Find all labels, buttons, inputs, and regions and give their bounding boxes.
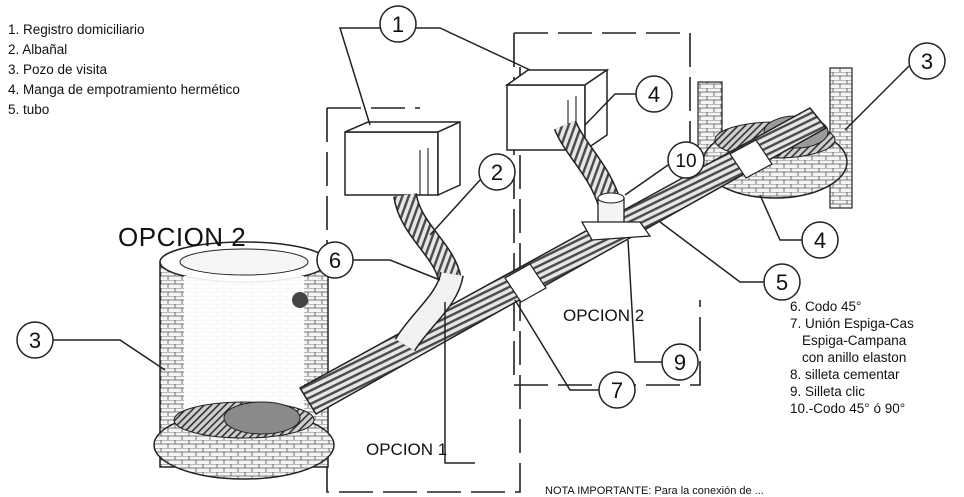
important-note: NOTA IMPORTANTE: Para la conexión de ...: [545, 485, 764, 497]
callout-6: 6: [329, 248, 341, 273]
legend-item: 4. Manga de empotramiento hermético: [8, 82, 240, 97]
registro-box-option-2: [504, 68, 610, 152]
legend-item: 5. tubo: [8, 102, 50, 117]
legend-item: 6. Codo 45°: [790, 299, 862, 314]
legend-item: 2. Albañal: [8, 42, 68, 57]
callout-2: 2: [491, 160, 503, 185]
callout-7: 7: [611, 378, 623, 403]
opcion-1-label: OPCION 1: [366, 440, 448, 459]
manhole-left: [153, 241, 335, 480]
callout-1: 1: [392, 12, 404, 37]
callouts: [16, 5, 946, 464]
main-pipe: [298, 107, 828, 416]
legend-item: 8. silleta cementar: [790, 367, 900, 382]
callout-3-right: 3: [921, 49, 933, 74]
legend-item: con anillo elaston: [802, 350, 907, 365]
callout-4-top: 4: [648, 82, 660, 107]
callout-10: 10: [675, 151, 696, 172]
legend-item: 3. Pozo de visita: [8, 62, 108, 77]
opcion-2-label: OPCION 2: [563, 306, 645, 325]
legend-item: 1. Registro domiciliario: [8, 22, 145, 37]
legend-item: Espiga-Campana: [802, 333, 907, 348]
legend-top: 1. Registro domiciliario 2. Albañal 3. P…: [8, 20, 240, 120]
callout-numbers: 1 2 3 3 4 4 5 6 7 9 10: [29, 12, 933, 403]
legend-item: 7. Unión Espiga-Cas: [790, 316, 914, 331]
callout-4-right: 4: [814, 228, 826, 253]
callout-5: 5: [776, 270, 788, 295]
callout-3-left: 3: [29, 328, 41, 353]
callout-9: 9: [674, 350, 686, 375]
opcion-2-title: OPCION 2: [118, 222, 247, 252]
legend-item: 9. Silleta clic: [790, 384, 866, 399]
legend-item: 10.-Codo 45° ó 90°: [790, 401, 906, 416]
legend-bottom: 6. Codo 45° 7. Unión Espiga-Cas Espiga-C…: [790, 298, 914, 417]
registro-box-option-1: [344, 120, 461, 197]
albanal-option-1: [393, 192, 464, 352]
albanal-option-2: [553, 120, 652, 241]
